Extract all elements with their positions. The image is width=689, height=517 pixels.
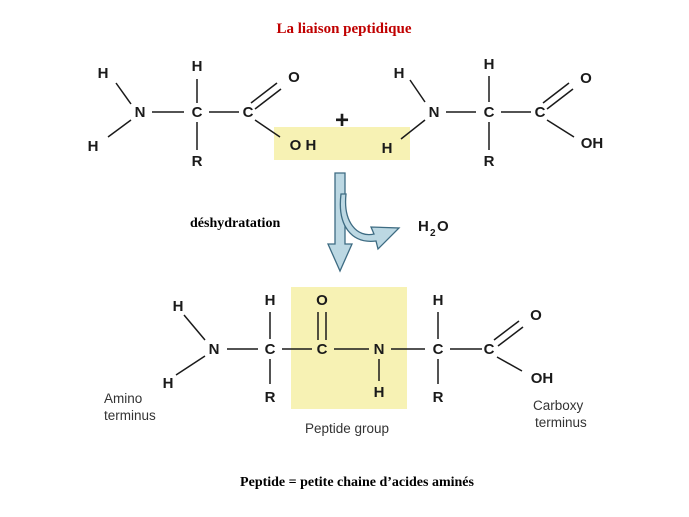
diagram-caption: Peptide = petite chaine d’acides aminés — [240, 475, 474, 490]
atom-c: C — [243, 104, 254, 121]
atom-oh: OH — [531, 370, 554, 387]
atom-c: C — [192, 104, 203, 121]
atom-o: O — [316, 292, 328, 309]
atom-h: H — [484, 56, 495, 73]
atom-c: C — [433, 341, 444, 358]
atom-c: C — [535, 104, 546, 121]
atom-h: H — [374, 384, 385, 401]
dipeptide: H H N H C R O C N H H C R C O OH — [163, 292, 554, 406]
atom-n: N — [374, 341, 385, 358]
atom-oh: OH — [581, 135, 604, 152]
atom-h: H — [173, 298, 184, 315]
amino-acid-1: H H N H C R C O O H — [88, 58, 317, 170]
water-h: H — [418, 218, 429, 235]
amino-terminus-label-line2: terminus — [104, 408, 156, 423]
dehydration-arrow — [326, 172, 401, 273]
atom-r: R — [433, 389, 444, 406]
carboxy-terminus-label-line2: terminus — [535, 415, 587, 430]
atom-c: C — [265, 341, 276, 358]
diagram-title: La liaison peptidique — [276, 21, 411, 37]
atom-o: O — [580, 70, 592, 87]
atom-h: H — [265, 292, 276, 309]
atom-r: R — [265, 389, 276, 406]
atom-h: H — [433, 292, 444, 309]
peptide-group-highlight — [291, 287, 407, 409]
plus-sign: + — [335, 107, 349, 134]
leaving-group-highlight — [274, 127, 410, 160]
atom-n: N — [429, 104, 440, 121]
atom-h: H — [98, 65, 109, 82]
atom-h: H — [382, 140, 393, 157]
atom-c: C — [484, 341, 495, 358]
atom-r: R — [484, 153, 495, 170]
atom-c: C — [317, 341, 328, 358]
atom-h: H — [192, 58, 203, 75]
atom-r: R — [192, 153, 203, 170]
water-o: O — [437, 218, 449, 235]
atom-o: O — [288, 69, 300, 86]
atom-c: C — [484, 104, 495, 121]
amino-acid-2: H H N H C R C O OH — [382, 56, 604, 170]
atom-oh: O H — [290, 137, 317, 154]
water-subscript: 2 — [430, 228, 436, 239]
atom-n: N — [135, 104, 146, 121]
carboxy-terminus-label-line1: Carboxy — [533, 398, 584, 413]
water-formula: H 2 O — [418, 218, 449, 239]
dehydration-label: déshydratation — [190, 216, 280, 231]
atom-n: N — [209, 341, 220, 358]
peptide-group-label: Peptide group — [305, 421, 389, 436]
atom-h: H — [88, 138, 99, 155]
atom-h: H — [394, 65, 405, 82]
amino-terminus-label-line1: Amino — [104, 391, 142, 406]
atom-o: O — [530, 307, 542, 324]
atom-h: H — [163, 375, 174, 392]
